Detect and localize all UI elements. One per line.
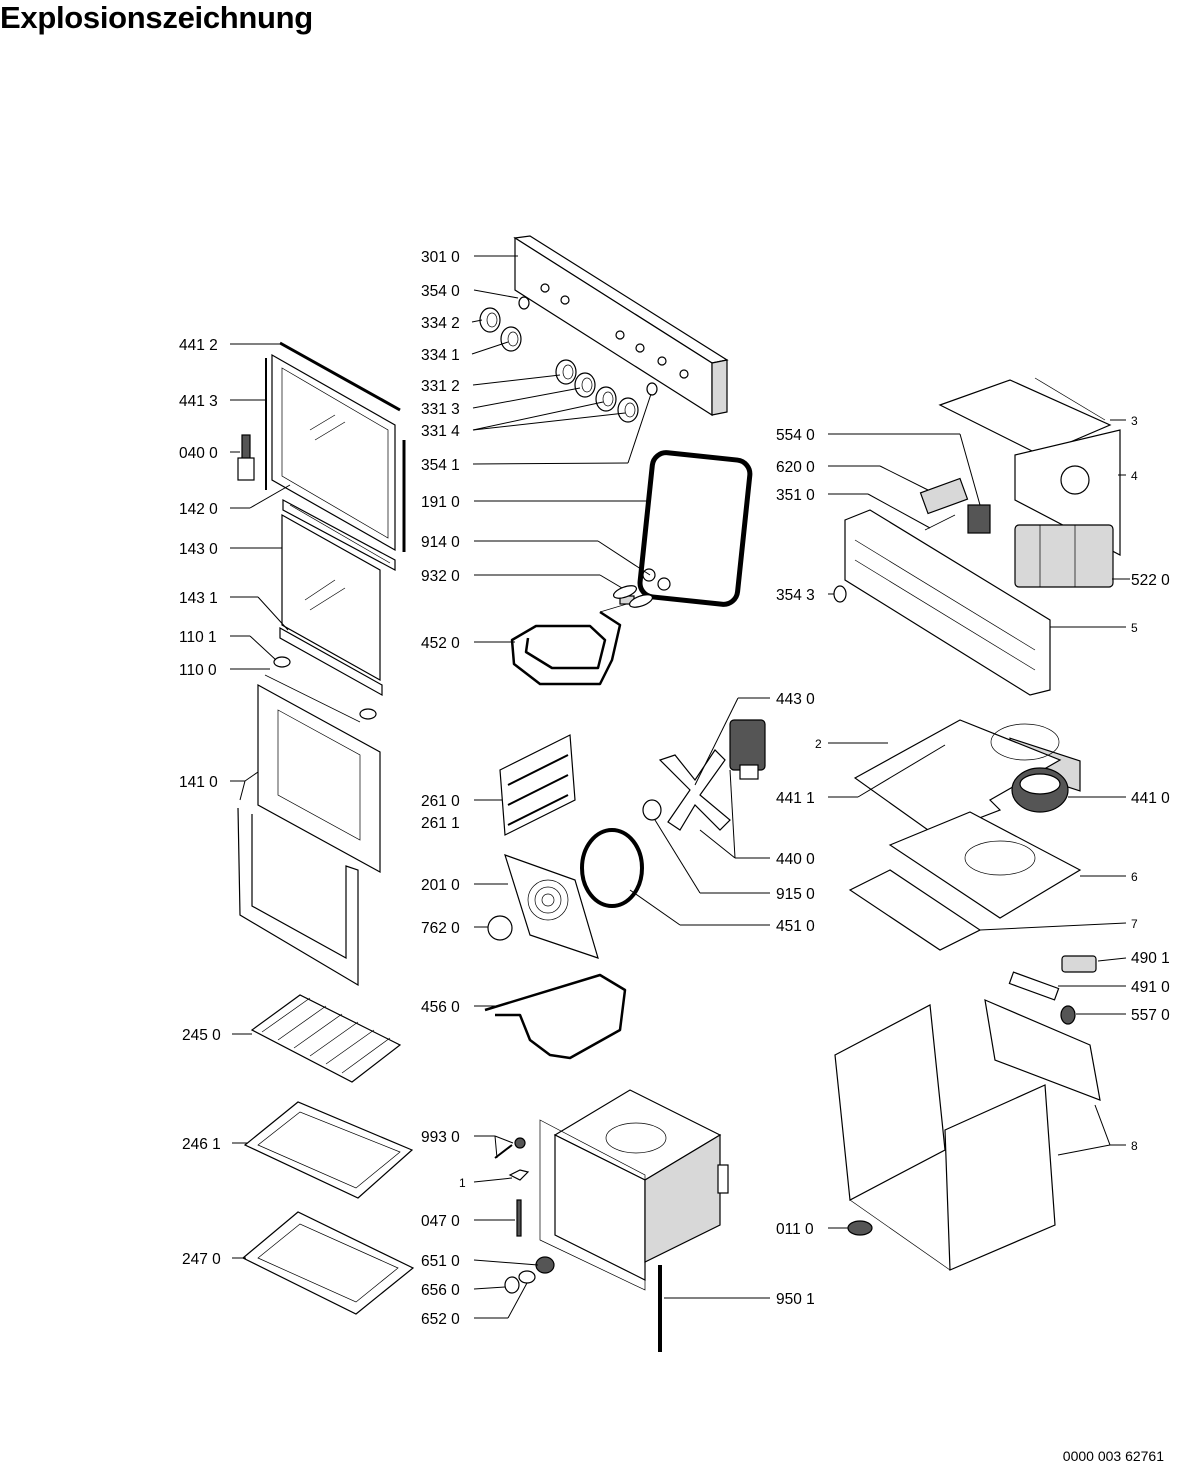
label-1: 1 bbox=[459, 1176, 466, 1190]
side-panels bbox=[834, 999, 1101, 1271]
label-011-0: 011 0 bbox=[776, 1221, 814, 1238]
label-441-0: 441 0 bbox=[1131, 790, 1170, 807]
leader-lines bbox=[230, 255, 1130, 1319]
label-7: 7 bbox=[1131, 917, 1138, 931]
inner-glass bbox=[281, 513, 381, 682]
label-301-0: 301 0 bbox=[421, 249, 460, 266]
label-245-0: 245 0 bbox=[182, 1027, 221, 1044]
label-491-0: 491 0 bbox=[1131, 979, 1170, 996]
label-554-0: 554 0 bbox=[776, 427, 815, 444]
label-047-0: 047 0 bbox=[421, 1213, 460, 1230]
label-914-0: 914 0 bbox=[421, 534, 460, 551]
label-443-0: 443 0 bbox=[776, 691, 815, 708]
label-331-3: 331 3 bbox=[421, 401, 460, 418]
control-electronics bbox=[919, 477, 991, 534]
lens-icon bbox=[646, 382, 658, 396]
outer-door-glass bbox=[265, 341, 406, 552]
round-cover bbox=[487, 915, 513, 941]
label-452-0: 452 0 bbox=[421, 635, 460, 652]
label-040-0: 040 0 bbox=[179, 445, 218, 462]
hinge-brackets bbox=[264, 656, 377, 723]
label-247-0: 247 0 bbox=[182, 1251, 221, 1268]
label-950-1: 950 1 bbox=[776, 1291, 815, 1308]
label-2: 2 bbox=[815, 737, 822, 751]
label-261-0: 261 0 bbox=[421, 793, 460, 810]
label-334-2: 334 2 bbox=[421, 315, 460, 332]
ring-heating-element bbox=[580, 828, 644, 908]
label-652-0: 652 0 bbox=[421, 1311, 460, 1328]
label-110-0: 110 0 bbox=[179, 662, 217, 679]
label-6: 6 bbox=[1131, 870, 1138, 884]
spacer-icon bbox=[642, 799, 662, 821]
lower-heating-element bbox=[484, 973, 627, 1060]
vent-strip-lower bbox=[279, 626, 383, 697]
label-557-0: 557 0 bbox=[1131, 1007, 1170, 1024]
fan-blade bbox=[658, 749, 731, 831]
label-993-0: 993 0 bbox=[421, 1129, 460, 1146]
label-110-1: 110 1 bbox=[179, 629, 217, 646]
label-441-2: 441 2 bbox=[179, 337, 218, 354]
label-456-0: 456 0 bbox=[421, 999, 460, 1016]
foot-icon bbox=[847, 1220, 873, 1236]
label-522-0: 522 0 bbox=[1131, 572, 1170, 589]
front-frame bbox=[844, 509, 1051, 696]
label-143-1: 143 1 bbox=[179, 590, 218, 607]
label-441-3: 441 3 bbox=[179, 393, 218, 410]
power-module bbox=[1014, 524, 1114, 588]
control-panel bbox=[513, 235, 729, 417]
label-331-2: 331 2 bbox=[421, 378, 460, 395]
vent-strip-upper bbox=[282, 498, 396, 572]
oven-door bbox=[237, 683, 381, 987]
label-354-0: 354 0 bbox=[421, 283, 460, 300]
base-plates bbox=[848, 811, 1082, 951]
oven-lamp bbox=[504, 1256, 555, 1294]
label-620-0: 620 0 bbox=[776, 459, 815, 476]
door-hinge bbox=[237, 434, 255, 481]
label-201-0: 201 0 bbox=[421, 877, 460, 894]
label-440-0: 440 0 bbox=[776, 851, 815, 868]
label-932-0: 932 0 bbox=[421, 568, 460, 585]
small-electrical-parts bbox=[1008, 955, 1097, 1025]
grill-heating-element bbox=[510, 595, 641, 686]
label-4: 4 bbox=[1131, 469, 1138, 483]
label-331-4: 331 4 bbox=[421, 423, 460, 440]
label-3: 3 bbox=[1131, 414, 1138, 428]
label-915-0: 915 0 bbox=[776, 886, 815, 903]
label-8: 8 bbox=[1131, 1139, 1138, 1153]
document-number: 0000 003 62761 bbox=[1062, 1448, 1164, 1464]
lens-icon bbox=[518, 296, 530, 310]
door-gasket bbox=[637, 450, 753, 607]
oven-cavity bbox=[539, 1089, 729, 1291]
label-261-1: 261 1 bbox=[421, 815, 460, 832]
small-cap-icon bbox=[833, 585, 847, 603]
baking-tray bbox=[243, 1101, 414, 1199]
label-656-0: 656 0 bbox=[421, 1282, 460, 1299]
rear-fan-cover bbox=[504, 854, 599, 959]
label-143-0: 143 0 bbox=[179, 541, 218, 558]
label-354-3: 354 3 bbox=[776, 587, 815, 604]
part-labels: 301 0 354 0 334 2 334 1 331 2 331 3 331 … bbox=[179, 249, 1170, 1328]
label-651-0: 651 0 bbox=[421, 1253, 460, 1270]
shelf-runners bbox=[499, 734, 576, 836]
label-354-1: 354 1 bbox=[421, 457, 460, 474]
label-5: 5 bbox=[1131, 621, 1138, 635]
control-knobs bbox=[479, 307, 639, 423]
label-490-1: 490 1 bbox=[1131, 950, 1170, 967]
deep-tray bbox=[241, 1211, 415, 1315]
label-246-1: 246 1 bbox=[182, 1136, 221, 1153]
label-142-0: 142 0 bbox=[179, 501, 218, 518]
fan-motor bbox=[729, 719, 766, 780]
wire-shelf bbox=[250, 994, 402, 1083]
label-762-0: 762 0 bbox=[421, 920, 460, 937]
page-title: Explosionszeichnung bbox=[0, 0, 313, 35]
fasteners bbox=[494, 1137, 530, 1237]
label-191-0: 191 0 bbox=[421, 494, 460, 511]
part-drawings bbox=[237, 235, 1121, 1352]
label-441-1: 441 1 bbox=[776, 790, 815, 807]
label-334-1: 334 1 bbox=[421, 347, 460, 364]
label-451-0: 451 0 bbox=[776, 918, 815, 935]
label-351-0: 351 0 bbox=[776, 487, 815, 504]
label-141-0: 141 0 bbox=[179, 774, 218, 791]
